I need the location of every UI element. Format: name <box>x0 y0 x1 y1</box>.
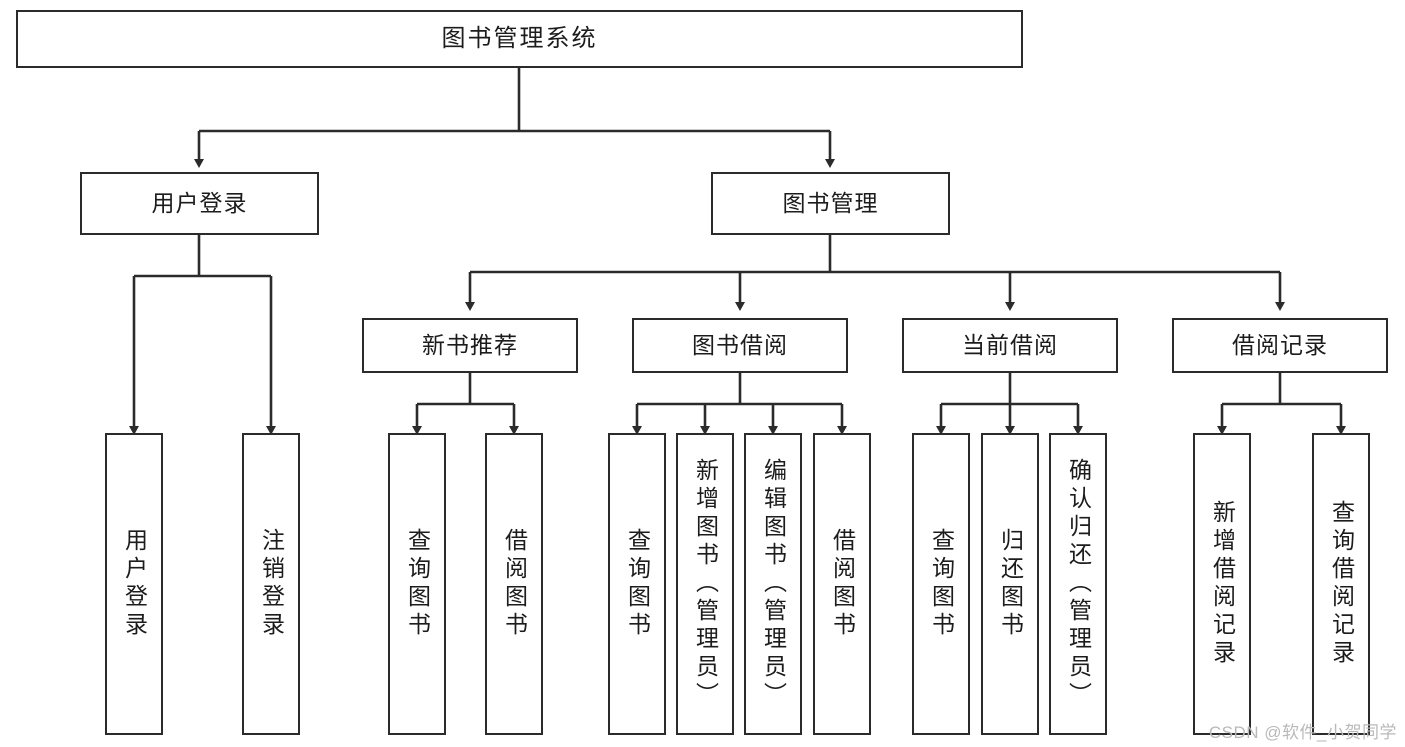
node-label: 图书借阅 <box>692 331 788 358</box>
node-label: 新增图书（管理员） <box>692 458 719 710</box>
node-label: 归还图书 <box>997 528 1024 640</box>
node-label: 用户登录 <box>151 189 248 216</box>
leaf-current-borrow-return[interactable]: 归还图书 <box>981 433 1039 735</box>
leaf-user-login-logout[interactable]: 注销登录 <box>242 433 300 735</box>
node-new-book-recommend[interactable]: 新书推荐 <box>362 318 578 373</box>
node-label: 新书推荐 <box>422 331 518 358</box>
node-label: 查询图书 <box>928 528 955 640</box>
node-label: 借阅记录 <box>1232 331 1328 358</box>
leaf-new-book-borrow[interactable]: 借阅图书 <box>485 433 543 735</box>
node-book-management[interactable]: 图书管理 <box>711 172 950 235</box>
leaf-book-borrow-add[interactable]: 新增图书（管理员） <box>676 433 734 735</box>
node-label: 编辑图书（管理员） <box>760 458 787 710</box>
node-current-borrow[interactable]: 当前借阅 <box>902 318 1118 373</box>
leaf-current-borrow-query[interactable]: 查询图书 <box>912 433 970 735</box>
node-root[interactable]: 图书管理系统 <box>16 10 1023 68</box>
node-borrow-record[interactable]: 借阅记录 <box>1172 318 1388 373</box>
leaf-book-borrow-borrow[interactable]: 借阅图书 <box>813 433 871 735</box>
node-label: 查询图书 <box>624 528 651 640</box>
node-label: 查询借阅记录 <box>1328 500 1355 668</box>
leaf-borrow-record-add[interactable]: 新增借阅记录 <box>1193 433 1251 735</box>
node-label: 图书管理系统 <box>441 24 598 52</box>
node-label: 借阅图书 <box>829 528 856 640</box>
watermark-text: CSDN @软件_小贺同学 <box>1208 723 1397 742</box>
node-user-login[interactable]: 用户登录 <box>80 172 319 235</box>
leaf-book-borrow-query[interactable]: 查询图书 <box>608 433 666 735</box>
leaf-book-borrow-edit[interactable]: 编辑图书（管理员） <box>744 433 802 735</box>
leaf-borrow-record-query[interactable]: 查询借阅记录 <box>1312 433 1370 735</box>
leaf-user-login-login[interactable]: 用户登录 <box>105 433 163 735</box>
node-label: 当前借阅 <box>962 331 1058 358</box>
node-label: 图书管理 <box>782 189 879 216</box>
leaf-new-book-query[interactable]: 查询图书 <box>388 433 446 735</box>
node-label: 用户登录 <box>121 528 148 640</box>
node-book-borrow[interactable]: 图书借阅 <box>632 318 848 373</box>
node-label: 新增借阅记录 <box>1209 500 1236 668</box>
node-label: 注销登录 <box>258 528 285 640</box>
node-label: 确认归还（管理员） <box>1065 458 1092 710</box>
node-label: 查询图书 <box>404 528 431 640</box>
leaf-current-borrow-confirm-return[interactable]: 确认归还（管理员） <box>1049 433 1107 735</box>
node-label: 借阅图书 <box>501 528 528 640</box>
